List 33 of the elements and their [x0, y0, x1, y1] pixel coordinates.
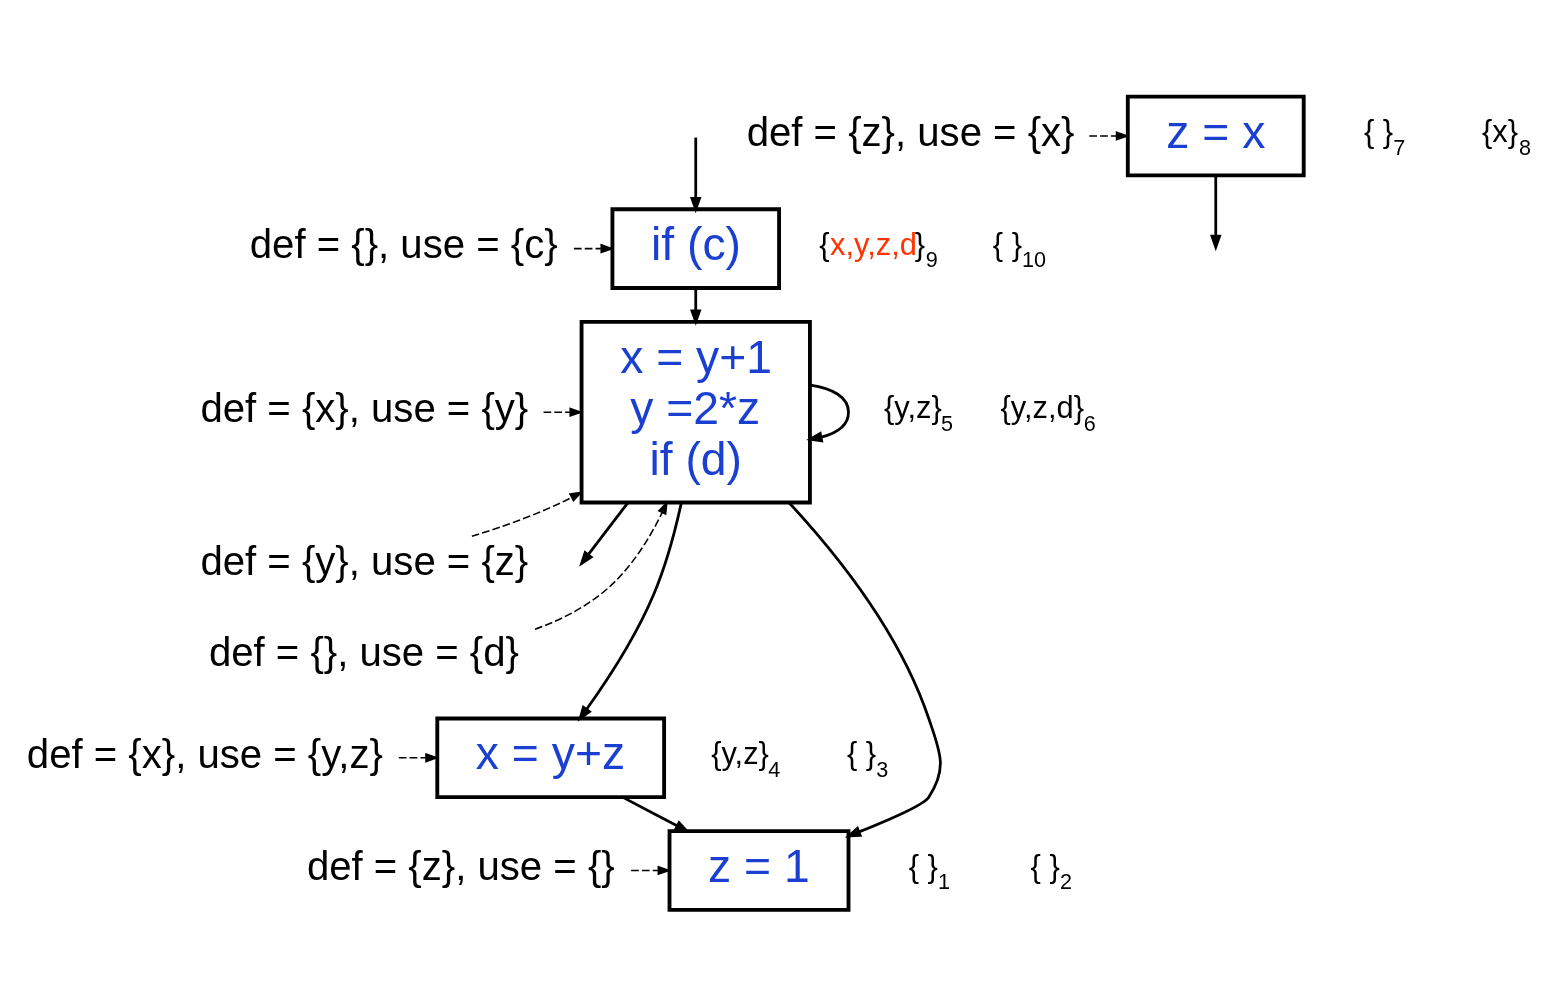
arrow — [579, 501, 630, 567]
node-box: x = y+1 y =2*z if (d) — [579, 320, 812, 505]
label: { }$_{10}$ — [992, 226, 1047, 273]
label: {x,y,z,d}$_{9}$ — [819, 226, 938, 273]
arrow — [788, 502, 942, 838]
arrow — [690, 137, 702, 214]
label: { }$_{2}$ — [1030, 848, 1072, 895]
arrow — [1210, 175, 1222, 252]
node-text: def = {z}, use = {x} — [746, 109, 1075, 154]
node-text: def = {}, use = {c} — [249, 222, 558, 267]
label: { }$_{3}$ — [846, 736, 889, 782]
arrow — [622, 796, 691, 833]
arrow — [806, 383, 850, 443]
node-box: if (c) — [610, 207, 781, 290]
node-text: def = {x}, use = {y} — [200, 385, 529, 430]
label: {x}$_{8}$ — [1481, 114, 1531, 160]
arrow — [690, 288, 702, 326]
node-text: def = {z}, use = {} — [306, 844, 615, 889]
arrow — [630, 865, 672, 876]
node-text: def = {}, use = {d} — [208, 629, 519, 674]
arrow — [577, 502, 683, 722]
label: {y,z,d}$_{6}$ — [1000, 390, 1096, 436]
arrow — [534, 500, 668, 631]
node-text: def = {y}, use = {z} — [200, 538, 529, 583]
label: { }$_{7}$ — [1363, 114, 1406, 160]
label: {y,z}$_{4}$ — [711, 736, 781, 782]
label: { }$_{1}$ — [908, 848, 951, 895]
node-box: z = 1 — [667, 829, 851, 912]
label: {y,z}$_{5}$ — [884, 390, 954, 436]
node-text: def = {x}, use = {y,z} — [26, 731, 383, 776]
node-box: x = y+z — [435, 716, 667, 800]
node-box: z = x — [1125, 94, 1306, 178]
arrow — [471, 491, 584, 538]
